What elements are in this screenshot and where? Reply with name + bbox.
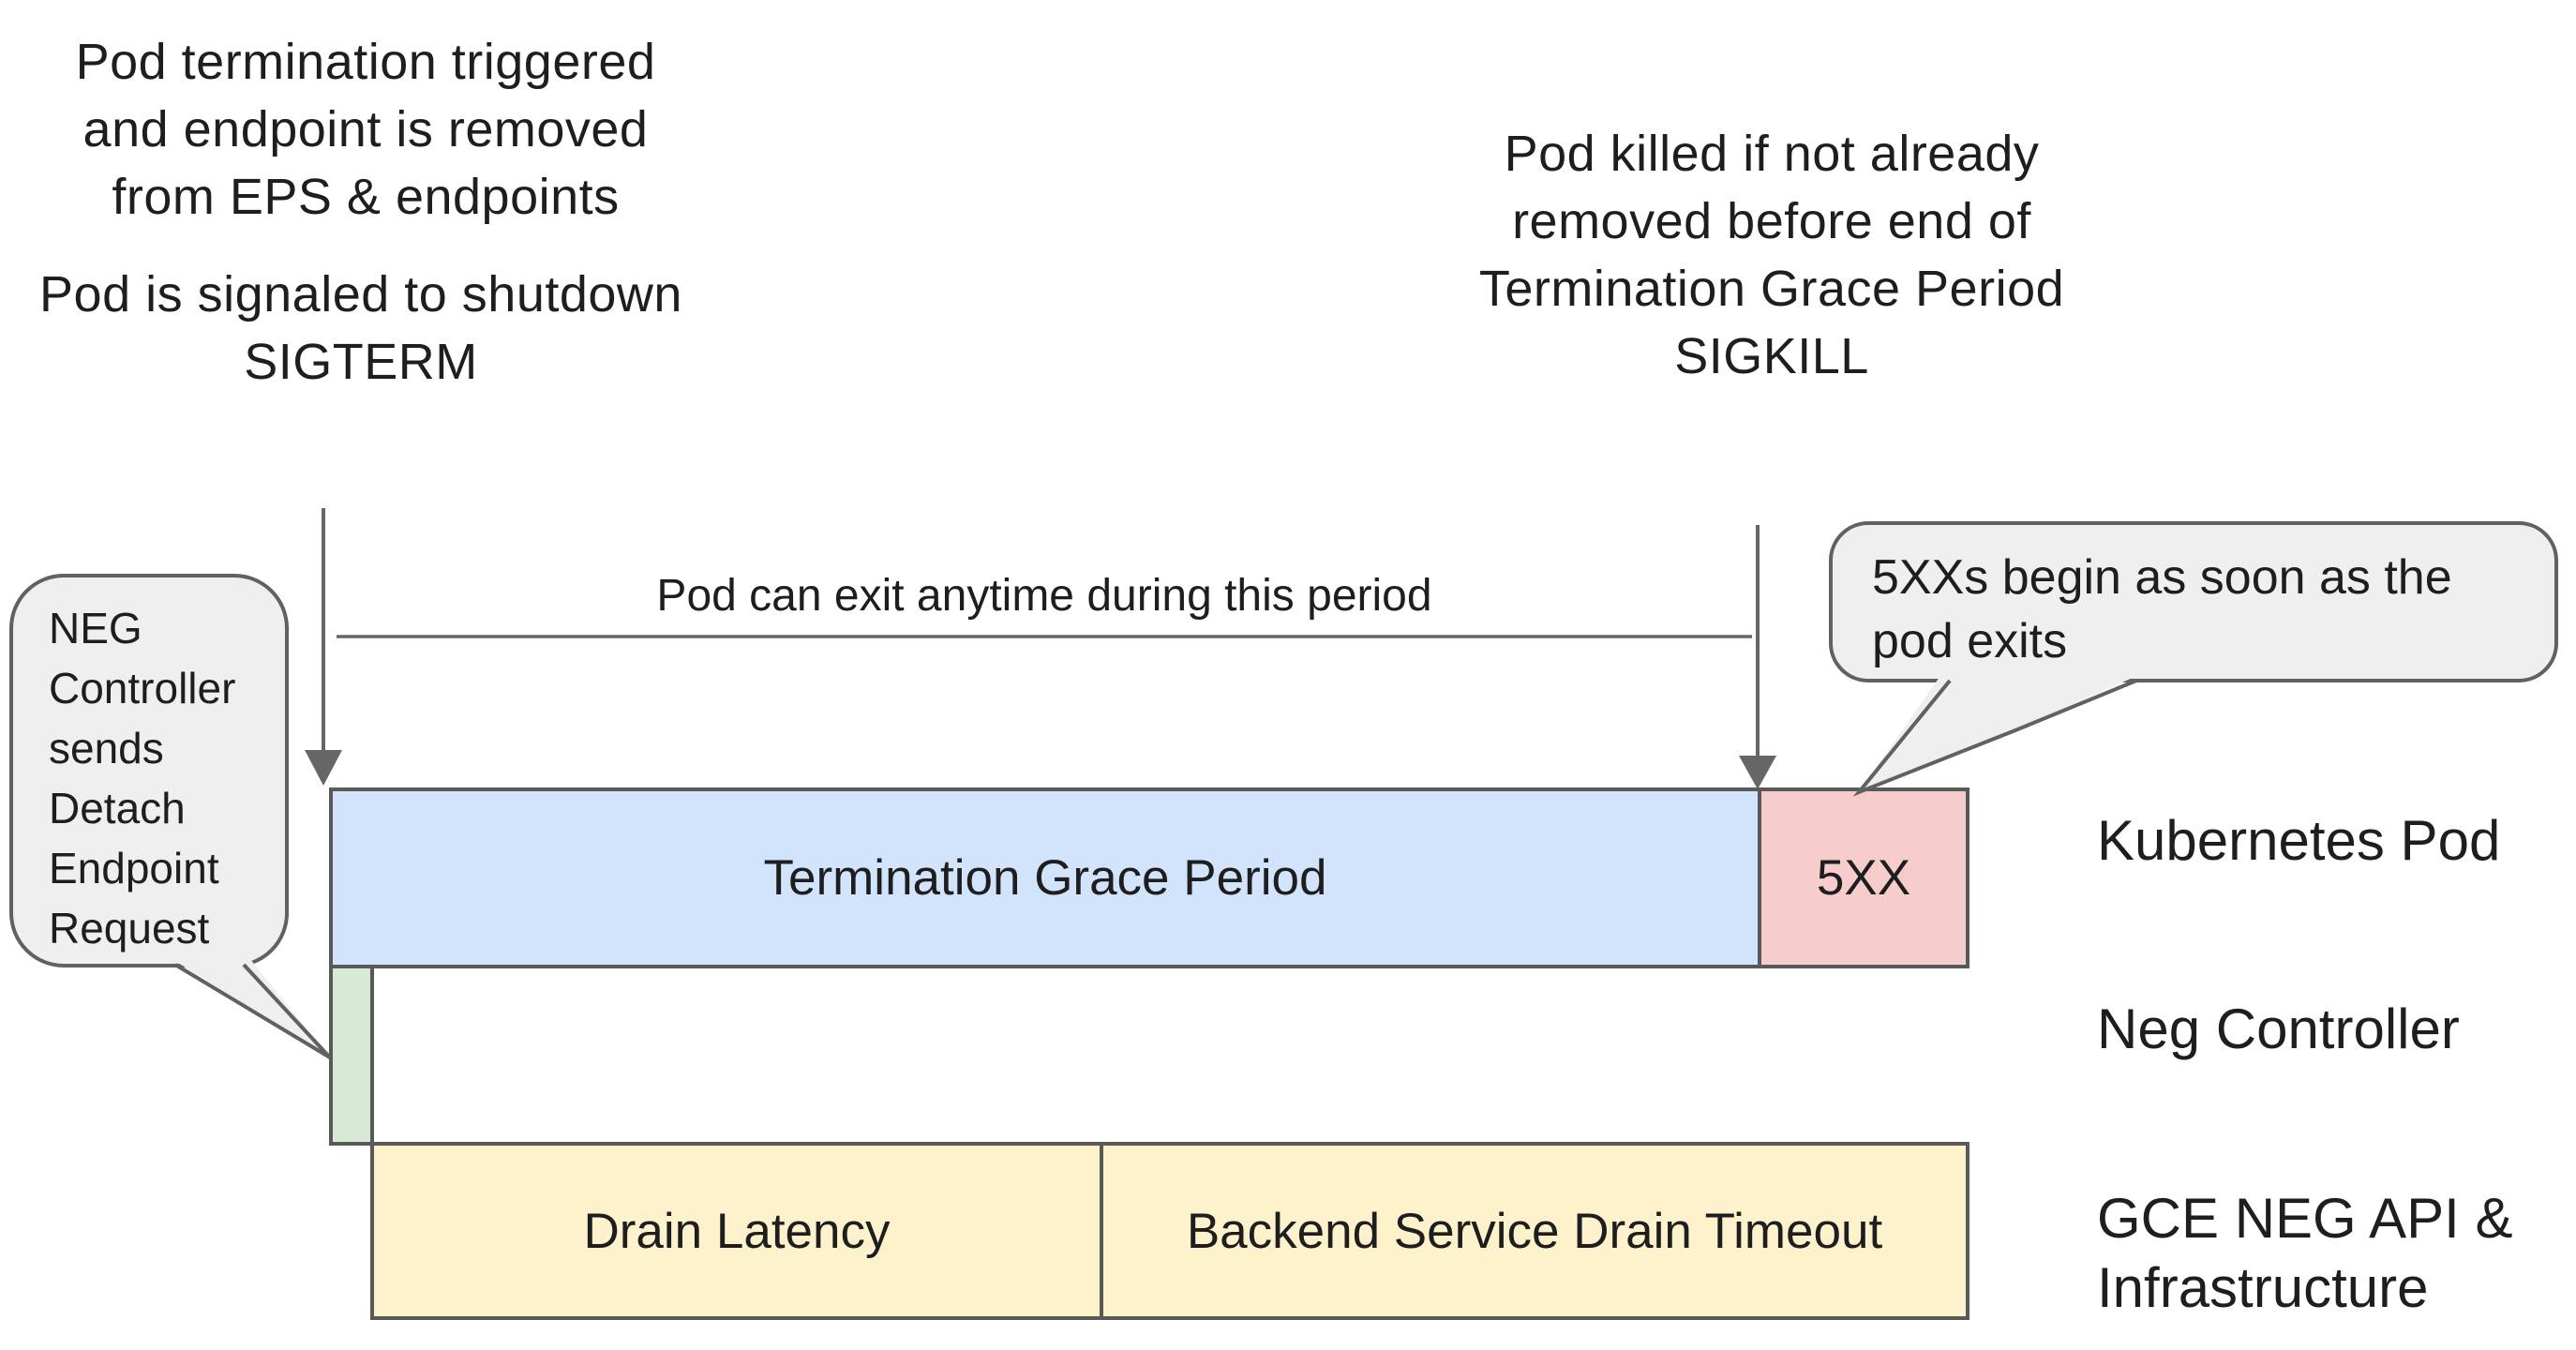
row-label-line: Infrastructure (2097, 1256, 2429, 1319)
callout-fivexx-begin: 5XXs begin as soon as the pod exits (1829, 521, 2558, 682)
termination-grace-period-bar: Termination Grace Period (329, 788, 1761, 968)
callout-neg-controller: NEG Controller sends Detach Endpoint Req… (9, 574, 289, 968)
callout-line: sends (49, 724, 164, 772)
drain-latency-label: Drain Latency (583, 1203, 891, 1259)
note-line: removed before end of (1512, 193, 2031, 249)
note-line: SIGKILL (1674, 328, 1869, 384)
backend-drain-cell: Backend Service Drain Timeout (1103, 1146, 1966, 1316)
note-pod-termination: Pod termination triggered and endpoint i… (56, 28, 675, 231)
detach-endpoint-bar (329, 965, 374, 1146)
drain-latency-cell: Drain Latency (374, 1146, 1100, 1316)
callout-neg-tail-outline (173, 963, 332, 1059)
sigterm-arrowhead-icon (305, 750, 342, 786)
sigkill-arrowhead-icon (1739, 756, 1776, 789)
callout-line: Detach (49, 784, 186, 832)
callout-fivexx-tail-outline (1852, 679, 2137, 797)
row-label-gce-neg: GCE NEG API & Infrastructure (2097, 1184, 2512, 1323)
callout-line: Request (49, 904, 210, 952)
note-line: Termination Grace Period (1478, 261, 2065, 317)
note-line: SIGTERM (244, 334, 478, 390)
callout-neg-tail (171, 958, 330, 1058)
note-line: Pod termination triggered (75, 34, 656, 90)
callout-line: 5XXs begin as soon as the (1872, 550, 2452, 605)
row-label-line: GCE NEG API & (2097, 1187, 2513, 1250)
row-label-kubernetes-pod: Kubernetes Pod (2097, 809, 2501, 872)
callout-fivexx-tail (1859, 673, 2143, 792)
termination-grace-period-label: Termination Grace Period (763, 850, 1327, 906)
drain-divider (1100, 1146, 1103, 1316)
callout-line: Endpoint (49, 844, 219, 892)
fivexx-bar: 5XX (1758, 788, 1969, 968)
note-line: Pod killed if not already (1504, 126, 2040, 182)
note-line: from EPS & endpoints (112, 169, 620, 225)
row-label-neg-controller: Neg Controller (2097, 998, 2460, 1060)
callout-line: NEG (49, 604, 142, 652)
note-pod-signaled: Pod is signaled to shutdown SIGTERM (37, 261, 684, 396)
note-pod-killed: Pod killed if not already removed before… (1453, 120, 2090, 390)
callout-line: Controller (49, 664, 236, 712)
fivexx-label: 5XX (1816, 850, 1911, 906)
gce-drain-bar: Drain Latency Backend Service Drain Time… (370, 1142, 1969, 1320)
note-line: and endpoint is removed (82, 101, 649, 158)
callout-line: pod exits (1872, 614, 2068, 668)
backend-drain-label: Backend Service Drain Timeout (1186, 1203, 1883, 1259)
note-line: Pod is signaled to shutdown (39, 266, 682, 322)
exit-period-label: Pod can exit anytime during this period (656, 571, 1432, 621)
